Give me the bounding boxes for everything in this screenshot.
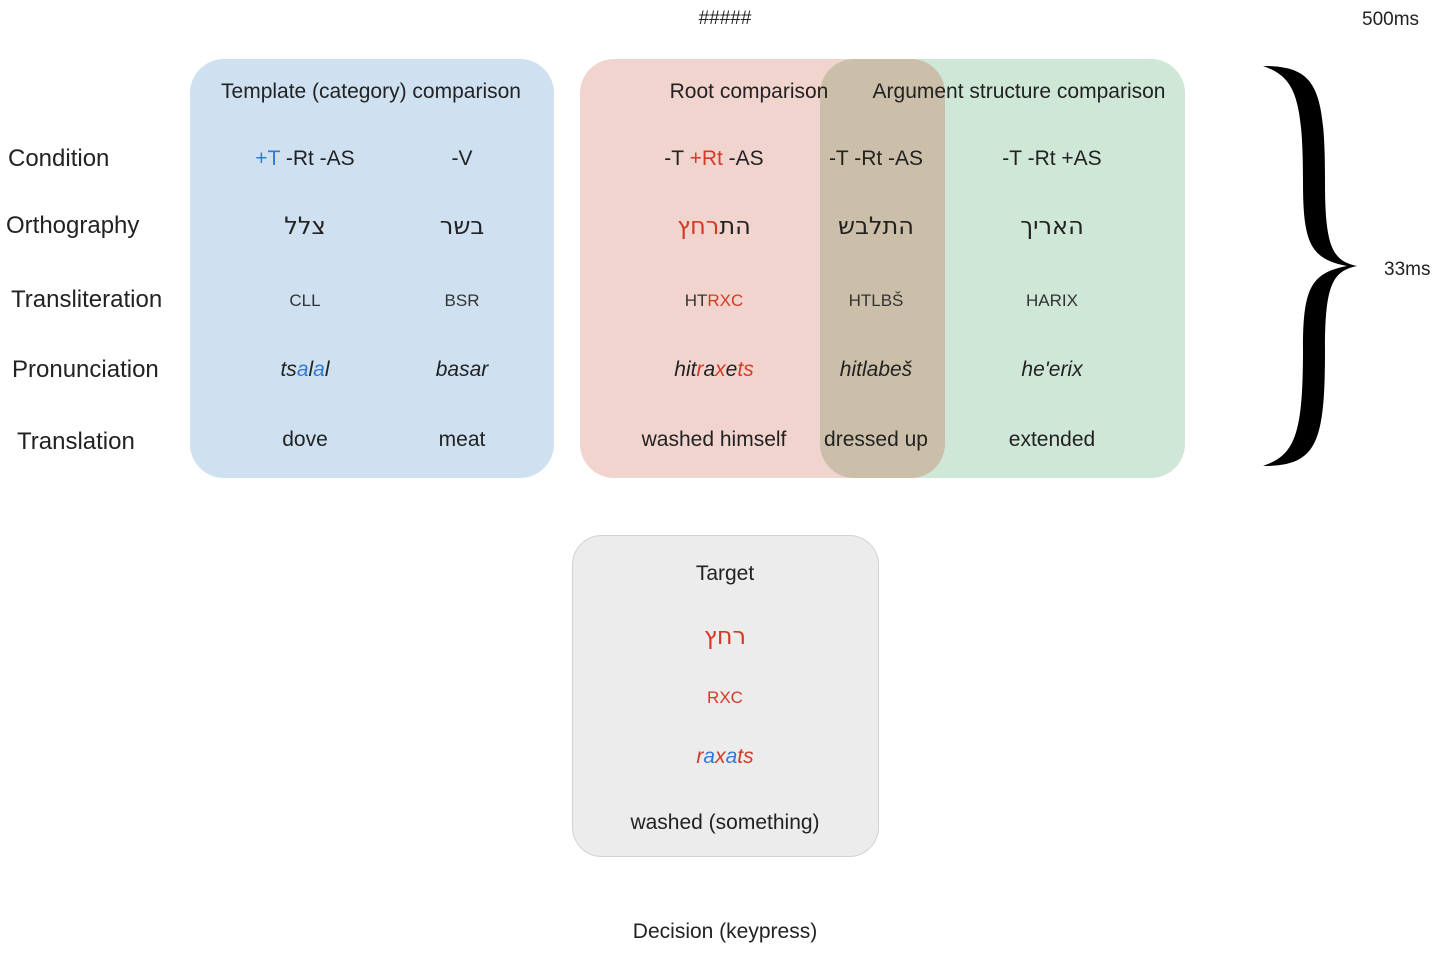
text-segment: CLL <box>289 291 321 310</box>
argument-pos-transliteration: HARIX <box>1026 291 1078 311</box>
text-segment: basar <box>435 358 489 381</box>
text-segment: r <box>696 358 704 381</box>
target-panel <box>572 535 879 857</box>
text-segment: a <box>703 358 716 381</box>
text-segment: ts <box>280 358 297 381</box>
baseline-orthography: התלבש <box>838 212 914 240</box>
template-neg-transliteration: BSR <box>445 291 480 311</box>
template-neg-translation: meat <box>438 428 486 451</box>
text-segment: ts <box>737 745 754 768</box>
template-neg-pronunciation: basar <box>436 358 489 382</box>
text-segment: e <box>725 358 738 381</box>
text-segment: צלל <box>284 212 326 240</box>
root-pos-pronunciation: hitraxets <box>674 358 753 382</box>
text-segment: -T <box>664 147 690 170</box>
text-segment: a <box>296 358 309 381</box>
text-segment: HTLBŠ <box>848 291 904 310</box>
row-label-translation: Translation <box>17 428 135 455</box>
root-pos-condition: -T +Rt -AS <box>664 147 763 171</box>
text-segment: x <box>715 745 726 768</box>
root-pos-orthography: התרחץ <box>677 212 751 240</box>
text-segment: BSR <box>444 291 480 310</box>
timing-prime-label: 33ms <box>1384 259 1431 280</box>
target-orthography: רחץ <box>703 622 747 650</box>
text-segment: רחץ <box>677 212 720 240</box>
target-transliteration: RXC <box>707 688 743 707</box>
baseline-translation: dressed up <box>824 428 928 451</box>
text-segment: -Rt -AS <box>280 147 355 170</box>
argument-pos-orthography: האריך <box>1020 212 1084 240</box>
template-neg-orthography: בשר <box>440 212 484 240</box>
template-pos-translation: dove <box>282 428 328 451</box>
text-segment: +T <box>255 147 281 170</box>
baseline-transliteration: HTLBŠ <box>849 291 904 311</box>
argument-pos-pronunciation: he'erix <box>1021 358 1082 382</box>
root-comparison-header: Root comparison <box>669 80 829 103</box>
text-segment: -T -Rt -AS <box>828 147 924 170</box>
template-pos-transliteration: CLL <box>289 291 320 311</box>
decision-label: Decision (keypress) <box>632 920 818 943</box>
text-segment: l <box>324 358 330 381</box>
text-segment: הת <box>719 212 751 240</box>
text-segment: hit <box>674 358 697 381</box>
row-label-transliteration: Transliteration <box>11 286 163 313</box>
mask-stimulus: ##### <box>698 8 752 29</box>
text-segment: HT <box>684 291 708 310</box>
argument-structure-comparison-header: Argument structure comparison <box>872 80 1166 103</box>
text-segment: l <box>308 358 314 381</box>
text-segment: -T -Rt +AS <box>1002 147 1102 170</box>
text-segment: -AS <box>722 147 764 170</box>
text-segment: x <box>715 358 726 381</box>
text-segment: a <box>725 745 738 768</box>
timing-mask-label: 500ms <box>1362 9 1420 30</box>
text-segment: האריך <box>1020 212 1084 240</box>
text-segment: בשר <box>439 212 485 240</box>
text-segment: -V <box>451 147 473 170</box>
baseline-pronunciation: hitlabeš <box>840 358 912 382</box>
text-segment: HARIX <box>1026 291 1078 310</box>
template-pos-orthography: צלל <box>284 212 326 240</box>
text-segment: he'erix <box>1021 358 1083 381</box>
template-comparison-header: Template (category) comparison <box>221 80 521 103</box>
baseline-condition: -T -Rt -AS <box>829 147 923 171</box>
target-heading: Target <box>695 562 755 585</box>
argument-pos-condition: -T -Rt +AS <box>1002 147 1101 171</box>
template-pos-pronunciation: tsalal <box>280 358 329 382</box>
text-segment: ts <box>737 358 754 381</box>
text-segment: a <box>703 745 716 768</box>
hebrew-word: התרחץ <box>677 212 751 240</box>
row-label-orthography: Orthography <box>6 212 140 239</box>
row-label-condition: Condition <box>8 145 110 172</box>
target-translation: washed (something) <box>630 811 820 834</box>
template-comparison-panel <box>190 59 554 478</box>
template-pos-condition: +T -Rt -AS <box>255 147 354 171</box>
text-segment: RXC <box>707 291 744 310</box>
panel-overlap-region <box>820 59 945 478</box>
argument-pos-translation: extended <box>1008 428 1096 451</box>
prime-duration-brace <box>1263 66 1357 466</box>
text-segment: +Rt <box>689 147 723 170</box>
text-segment: a <box>313 358 325 381</box>
root-pos-transliteration: HTRXC <box>685 291 744 311</box>
template-neg-condition: -V <box>452 147 473 171</box>
target-pronunciation: raxats <box>696 745 753 769</box>
text-segment: r <box>696 745 704 768</box>
text-segment: התלבש <box>838 212 914 240</box>
root-pos-translation: washed himself <box>641 428 787 451</box>
text-segment: hitlabeš <box>839 358 913 381</box>
row-label-pronunciation: Pronunciation <box>12 356 159 383</box>
